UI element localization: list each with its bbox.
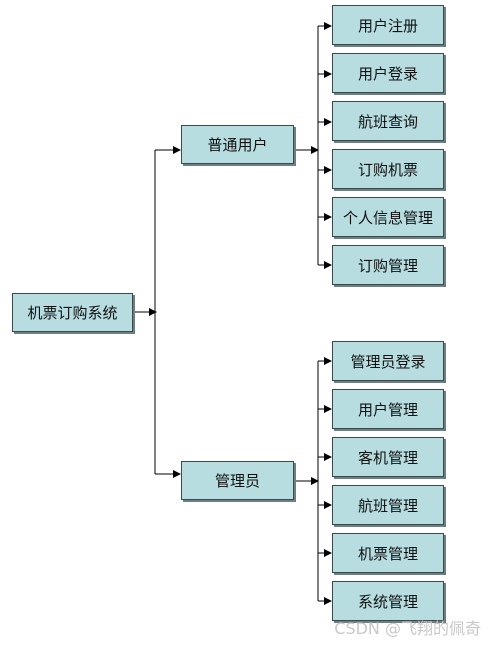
leaf-node-user-register: 用户注册: [332, 5, 444, 45]
branch-node-label: 普通用户: [207, 136, 268, 154]
leaf-node-label: 用户管理: [357, 400, 418, 419]
leaf-node-label: 管理员登录: [350, 352, 426, 371]
branch-node-admin: 管理员: [181, 461, 294, 500]
leaf-node-user-login: 用户登录: [332, 53, 444, 93]
leaf-node-label: 订购机票: [357, 160, 418, 179]
branch-node-ordinary-user: 普通用户: [181, 125, 294, 164]
leaf-node-label: 用户注册: [357, 16, 418, 35]
leaf-node-system-management: 系统管理: [332, 581, 444, 621]
leaf-node-ticket-management: 机票管理: [332, 533, 444, 573]
leaf-node-personal-info: 个人信息管理: [332, 197, 444, 237]
leaf-node-label: 订购管理: [357, 256, 418, 275]
root-node: 机票订购系统: [12, 293, 133, 332]
leaf-node-order-ticket: 订购机票: [332, 149, 444, 189]
leaf-node-label: 用户登录: [357, 64, 418, 83]
root-node-label: 机票订购系统: [27, 304, 118, 322]
leaf-node-admin-login: 管理员登录: [332, 341, 444, 381]
leaf-node-label: 系统管理: [357, 592, 418, 611]
leaf-node-label: 航班管理: [357, 496, 418, 515]
leaf-node-flight-management: 航班管理: [332, 485, 444, 525]
leaf-node-order-management: 订购管理: [332, 245, 444, 285]
leaf-node-label: 机票管理: [357, 544, 418, 563]
leaf-node-flight-search: 航班查询: [332, 101, 444, 141]
leaf-node-label: 个人信息管理: [342, 208, 433, 227]
leaf-node-label: 客机管理: [357, 448, 418, 467]
branch-node-label: 管理员: [214, 472, 260, 490]
watermark-text: CSDN @飞翔的佩奇: [334, 619, 481, 638]
leaf-node-aircraft-management: 客机管理: [332, 437, 444, 477]
leaf-node-user-management: 用户管理: [332, 389, 444, 429]
leaf-node-label: 航班查询: [357, 112, 418, 131]
